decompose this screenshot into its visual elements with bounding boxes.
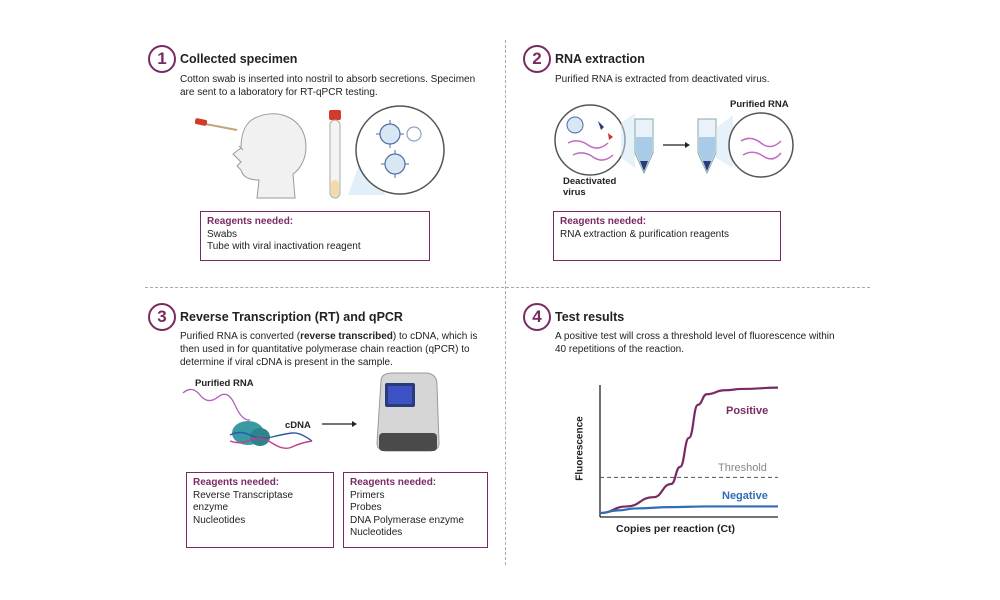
step-2-description: Purified RNA is extracted from deactivat…: [555, 74, 770, 85]
step-2-number: 2: [523, 45, 551, 73]
deactivated-virus-label: Deactivated virus: [563, 176, 617, 198]
reagent-item: Tube with viral inactivation reagent: [207, 241, 361, 252]
reagent-item: Probes: [350, 502, 382, 513]
series-line-negative: [599, 505, 778, 515]
x-axis-label: Copies per reaction (Ct): [616, 523, 736, 535]
step-1-title: Collected specimen: [180, 52, 298, 66]
reagent-item: DNA Polymerase enzyme: [350, 514, 464, 526]
cdna-label: cDNA: [285, 420, 311, 431]
reagent-item: Nucleotides: [350, 527, 403, 538]
reverse-transcription-illustration: [182, 388, 357, 450]
reagent-item: RNA extraction & purification reagents: [560, 228, 729, 240]
purified-rna-label: Purified RNA: [195, 378, 254, 389]
reagent-item: Reverse Transcriptase enzyme: [193, 489, 294, 514]
horizontal-divider: [145, 287, 870, 288]
step-4-title: Test results: [555, 310, 625, 324]
step-1-number: 1: [148, 45, 176, 73]
reagents-title: Reagents needed:: [560, 216, 647, 227]
step-3-number: 3: [148, 303, 176, 331]
description-emphasis: reverse transcribed: [300, 331, 393, 342]
step-2-reagents-box: Reagents needed: RNA extraction & purifi…: [553, 211, 781, 261]
step-1-reagents-box: Reagents needed: Swabs Tube with viral i…: [200, 211, 430, 261]
legend-label-threshold: Threshold: [718, 462, 767, 474]
legend-label-negative: Negative: [722, 490, 768, 502]
reagents-title: Reagents needed:: [207, 216, 294, 227]
rna-extraction-illustration: [554, 104, 794, 178]
head-with-swab-illustration: [194, 113, 307, 199]
y-axis-label: Fluorescence: [574, 416, 586, 481]
purified-rna-label: Purified RNA: [730, 99, 789, 110]
description-text: ) to cDNA, which is then used in for qua…: [180, 331, 478, 368]
step-4-number: 4: [523, 303, 551, 331]
step-1-description: Cotton swab is inserted into nostril to …: [180, 74, 476, 98]
step-3-rt-reagents-box: Reagents needed: Reverse Transcriptase e…: [186, 472, 334, 548]
step-3-description: Purified RNA is converted (reverse trans…: [180, 330, 495, 369]
reagents-title: Reagents needed:: [350, 477, 437, 488]
step-3-title: Reverse Transcription (RT) and qPCR: [180, 310, 403, 324]
step-4-description: A positive test will cross a threshold l…: [555, 331, 835, 355]
specimen-tube-icon: [329, 110, 341, 199]
series-line-positive: [599, 386, 779, 515]
fluorescence-chart: [599, 385, 779, 518]
reagents-title: Reagents needed:: [193, 477, 280, 488]
vertical-divider: [505, 40, 506, 565]
description-text: Purified RNA is converted (: [180, 331, 301, 342]
legend-label-positive: Positive: [726, 405, 769, 417]
reagent-item: Swabs: [207, 228, 238, 240]
step-2-title: RNA extraction: [555, 52, 645, 66]
reagent-item: Nucleotides: [193, 514, 246, 526]
magnified-virus-illustration: [348, 105, 445, 195]
reagent-item: Primers: [350, 489, 385, 501]
step-3-qpcr-reagents-box: Reagents needed: Primers Probes DNA Poly…: [343, 472, 488, 548]
qpcr-machine-icon: [376, 372, 440, 452]
